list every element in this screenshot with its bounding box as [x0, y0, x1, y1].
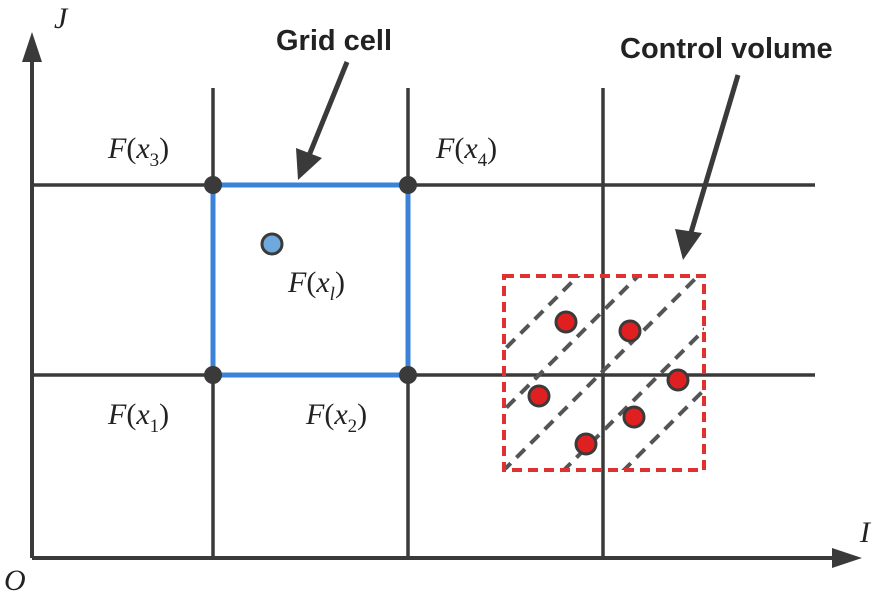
grid-nodes — [204, 176, 417, 384]
grid-node-x3 — [204, 176, 222, 194]
grid-cell-arrow-shaft — [305, 61, 350, 159]
hatch-line — [504, 276, 641, 413]
hatch-line — [504, 276, 581, 353]
grid-node-x4 — [399, 176, 417, 194]
control-volume-border — [502, 274, 706, 472]
point-label-x1: F(x1) — [107, 398, 169, 437]
point-label-x2: F(x2) — [305, 398, 367, 437]
sample-point — [666, 368, 690, 392]
control-volume-arrow-shaft — [687, 74, 741, 237]
x-axis-arrowhead — [832, 548, 862, 568]
grid-cell-arrow — [296, 61, 350, 180]
grid-cell-border — [210, 182, 411, 378]
grid-cell-label: Grid cell — [276, 25, 392, 57]
control-volume-hatch — [504, 276, 704, 470]
axis-x-label: I — [859, 516, 872, 549]
sample-point — [622, 405, 646, 429]
grid-cell-arrowhead — [296, 148, 322, 180]
y-axis-arrowhead — [22, 32, 42, 62]
point-label-x4: F(x4) — [435, 132, 497, 171]
axis-y-label: J — [54, 2, 69, 35]
sample-point — [618, 319, 642, 343]
grid-node-x1 — [204, 366, 222, 384]
point-label-x3: F(x3) — [107, 132, 169, 171]
control-volume-arrowhead — [675, 229, 702, 260]
point-label-xl: F(xl) — [287, 266, 345, 305]
interpolated-point — [260, 232, 284, 256]
control-volume-label: Control volume — [620, 33, 833, 65]
sample-point — [554, 310, 578, 334]
grid-node-x2 — [399, 366, 417, 384]
origin-label: O — [4, 564, 26, 596]
sample-point — [527, 384, 551, 408]
control-volume-arrow — [675, 74, 741, 260]
sample-points — [527, 310, 690, 456]
sample-point — [574, 432, 598, 456]
